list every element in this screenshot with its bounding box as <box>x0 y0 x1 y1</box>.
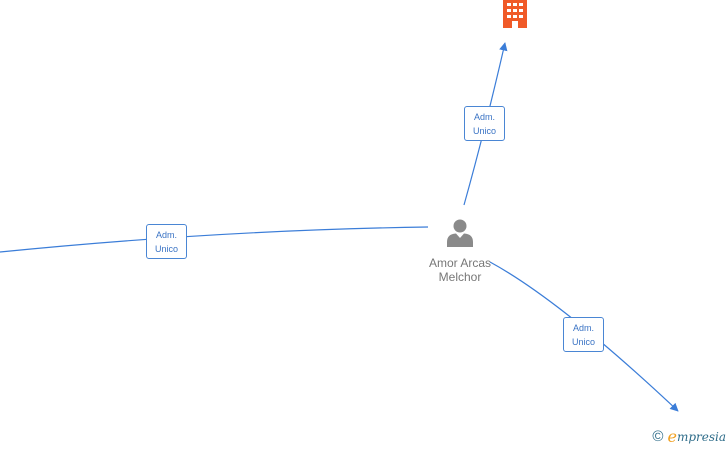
edge-label-top[interactable]: Adm. Unico <box>464 106 505 141</box>
edge-label-left[interactable]: Adm. Unico <box>146 224 187 259</box>
person-node[interactable]: Amor Arcas Melchor <box>420 218 500 284</box>
brand-logo-text: mpresia <box>676 430 726 444</box>
brand-watermark: © e mpresia <box>652 428 726 446</box>
person-name-line1: Amor Arcas <box>428 256 491 270</box>
brand-logo-initial: e <box>667 427 677 446</box>
edge-role-line2: Unico <box>571 337 595 347</box>
edge-to-left-offscreen[interactable] <box>0 226 429 253</box>
person-icon <box>447 219 473 247</box>
copyright-symbol: © <box>652 428 664 445</box>
edge-role-line2: Unico <box>154 244 178 254</box>
edge-role-line2: Unico <box>472 126 496 136</box>
edge-role-line1: Adm. <box>473 112 495 122</box>
building-icon <box>503 0 527 28</box>
person-name: Amor Arcas Melchor <box>420 256 500 284</box>
edge-label-bottom-right[interactable]: Adm. Unico <box>563 317 604 352</box>
company-node[interactable] <box>500 0 530 28</box>
edge-role-line1: Adm. <box>155 230 177 240</box>
person-name-line2: Melchor <box>438 270 482 284</box>
edge-role-line1: Adm. <box>572 323 594 333</box>
